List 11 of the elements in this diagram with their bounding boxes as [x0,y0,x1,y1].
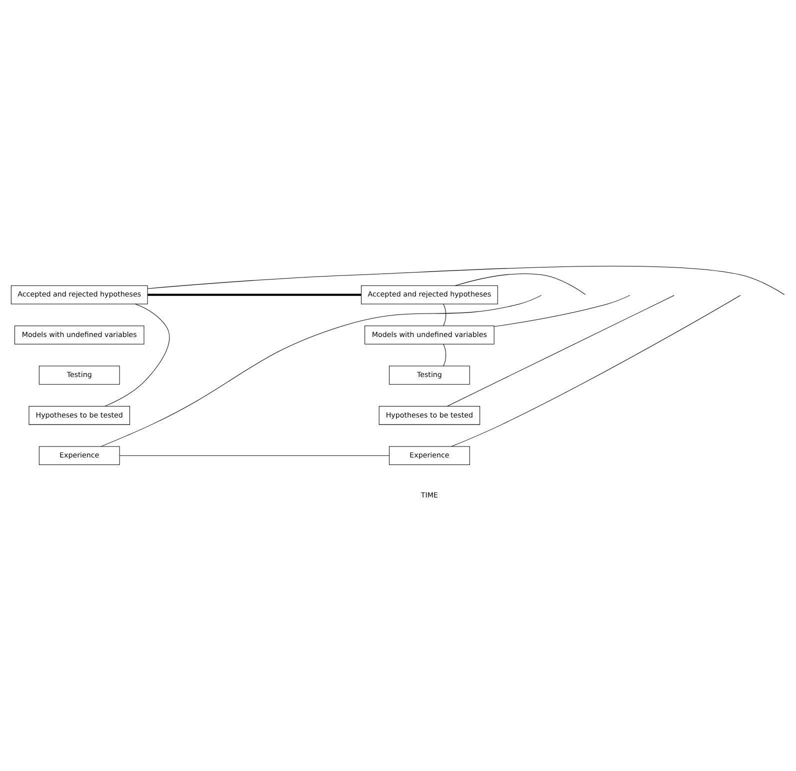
connector [100,295,542,447]
connector [147,266,785,295]
connector [443,344,446,366]
connector [455,274,586,295]
connector [104,304,170,406]
connector [148,294,362,296]
connector [443,304,446,326]
connector [494,295,630,327]
connector [451,295,741,447]
connector [119,455,390,456]
connector [446,295,674,406]
